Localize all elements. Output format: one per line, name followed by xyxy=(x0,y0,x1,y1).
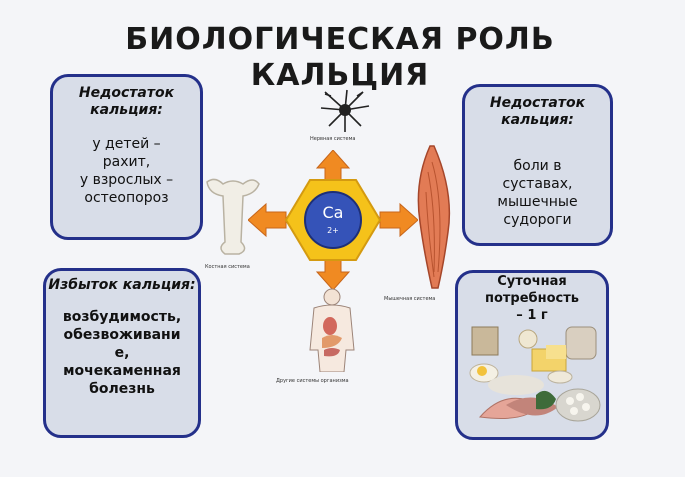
caption-nervous: Нервная система xyxy=(310,136,355,142)
card-daily-requirement: Суточная потребность – 1 г xyxy=(455,270,609,440)
card-body: возбудимость, обезвоживани е, мочекаменн… xyxy=(46,308,198,398)
calcium-hub-diagram: Ca 2+ xyxy=(248,150,418,290)
card-heading-text: Недостаток кальция: xyxy=(490,95,585,128)
card-line: остеопороз xyxy=(53,189,200,207)
card-line: е, xyxy=(46,344,198,362)
card-heading-line: – 1 г xyxy=(458,307,606,324)
title-line-1: БИОЛОГИЧЕСКАЯ РОЛЬ xyxy=(60,22,620,57)
card-line: суставах, xyxy=(465,175,610,193)
bone-icon xyxy=(203,176,263,256)
human-body-icon xyxy=(300,288,364,372)
card-heading: Недостаток кальция: xyxy=(465,95,610,129)
food-illustration xyxy=(466,325,602,433)
card-line: болезнь xyxy=(46,380,198,398)
card-line: у детей – xyxy=(53,135,200,153)
card-line: мочекаменная xyxy=(46,362,198,380)
caption-other: Другие системы организма xyxy=(276,378,349,384)
element-symbol: Ca xyxy=(323,203,344,222)
card-body: боли в суставах, мышечные судороги xyxy=(465,157,610,229)
card-deficit-children: Недостаток кальция: у детей – рахит, у в… xyxy=(50,74,203,240)
caption-muscle: Мышечная система xyxy=(384,296,435,302)
element-charge: 2+ xyxy=(327,226,339,235)
card-line: судороги xyxy=(465,211,610,229)
card-line: возбудимость, xyxy=(46,308,198,326)
card-heading: Недостаток кальция: xyxy=(53,85,200,119)
card-line: мышечные xyxy=(465,193,610,211)
neuron-icon xyxy=(317,86,373,134)
card-heading: Избыток кальция: xyxy=(46,277,198,294)
card-body: у детей – рахит, у взрослых – остеопороз xyxy=(53,135,200,207)
card-heading-line: Суточная xyxy=(458,273,606,290)
caption-bone: Костная система xyxy=(205,264,250,270)
card-heading-text: Недостаток кальция: xyxy=(79,85,174,118)
card-line: у взрослых – xyxy=(53,171,200,189)
card-excess: Избыток кальция: возбудимость, обезвожив… xyxy=(43,268,201,438)
card-heading: Суточная потребность – 1 г xyxy=(458,273,606,324)
card-deficit-pains: Недостаток кальция: боли в суставах, мыш… xyxy=(462,84,613,246)
arrow-up xyxy=(317,150,349,180)
muscle-icon xyxy=(404,142,464,292)
card-line: боли в xyxy=(465,157,610,175)
card-line: рахит, xyxy=(53,153,200,171)
card-line: обезвоживани xyxy=(46,326,198,344)
card-heading-text: Избыток кальция: xyxy=(48,277,195,293)
arrow-down xyxy=(317,260,349,290)
card-heading-line: потребность xyxy=(458,290,606,307)
